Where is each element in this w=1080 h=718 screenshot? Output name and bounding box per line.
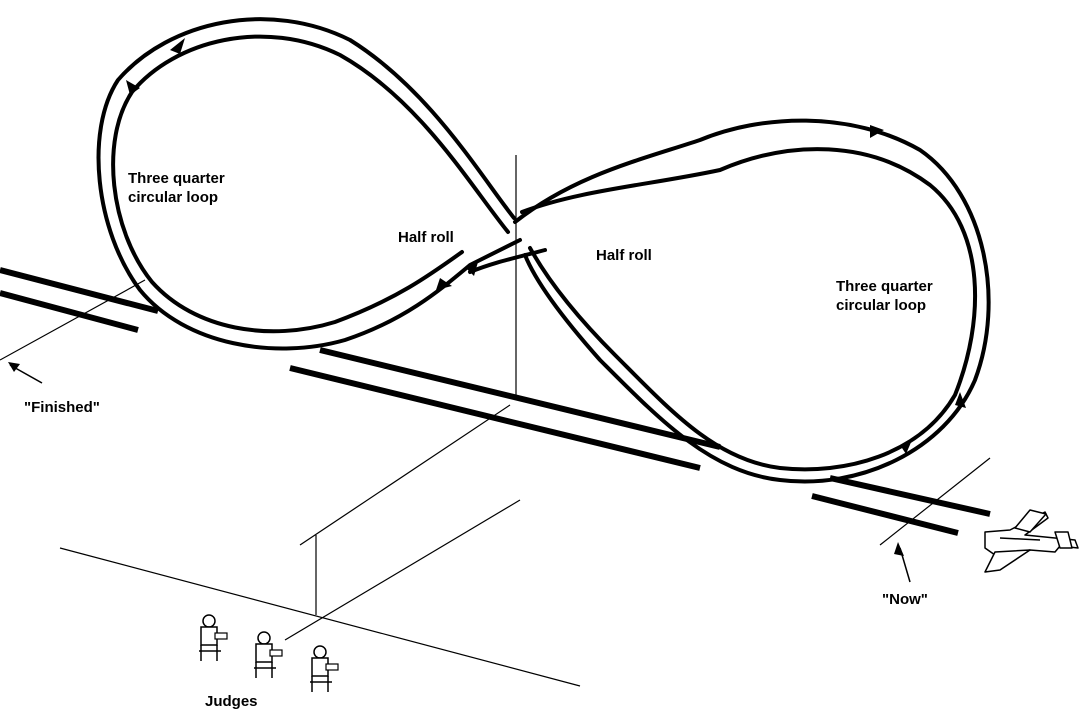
right-loop [468, 118, 991, 484]
half-roll-label-left: Half roll [398, 229, 454, 246]
finished-arrow-icon [8, 362, 43, 384]
flight-path-lines [0, 267, 991, 536]
loop-label-right-line2: circular loop [836, 297, 927, 314]
loop-label-right: Three quarter circular loop [836, 277, 933, 315]
loop-label-left-line2: circular loop [128, 189, 219, 206]
now-arrow-icon [894, 542, 911, 583]
finished-label: "Finished" [24, 399, 100, 416]
loop-label-left-line1: Three quarter [128, 170, 225, 187]
judge-icon [254, 631, 283, 678]
airplane-icon [984, 509, 1079, 573]
judges-label: Judges [205, 693, 258, 710]
direction-arrows [126, 38, 966, 454]
loop-label-left: Three quarter circular loop [128, 169, 225, 207]
now-label: "Now" [882, 591, 928, 608]
judges-group [199, 614, 339, 692]
judge-icon [199, 614, 228, 661]
left-loop [96, 17, 522, 351]
half-roll-label-right: Half roll [596, 247, 652, 264]
judge-icon [310, 645, 339, 692]
ground-lines [0, 155, 991, 687]
loop-label-right-line1: Three quarter [836, 278, 933, 295]
